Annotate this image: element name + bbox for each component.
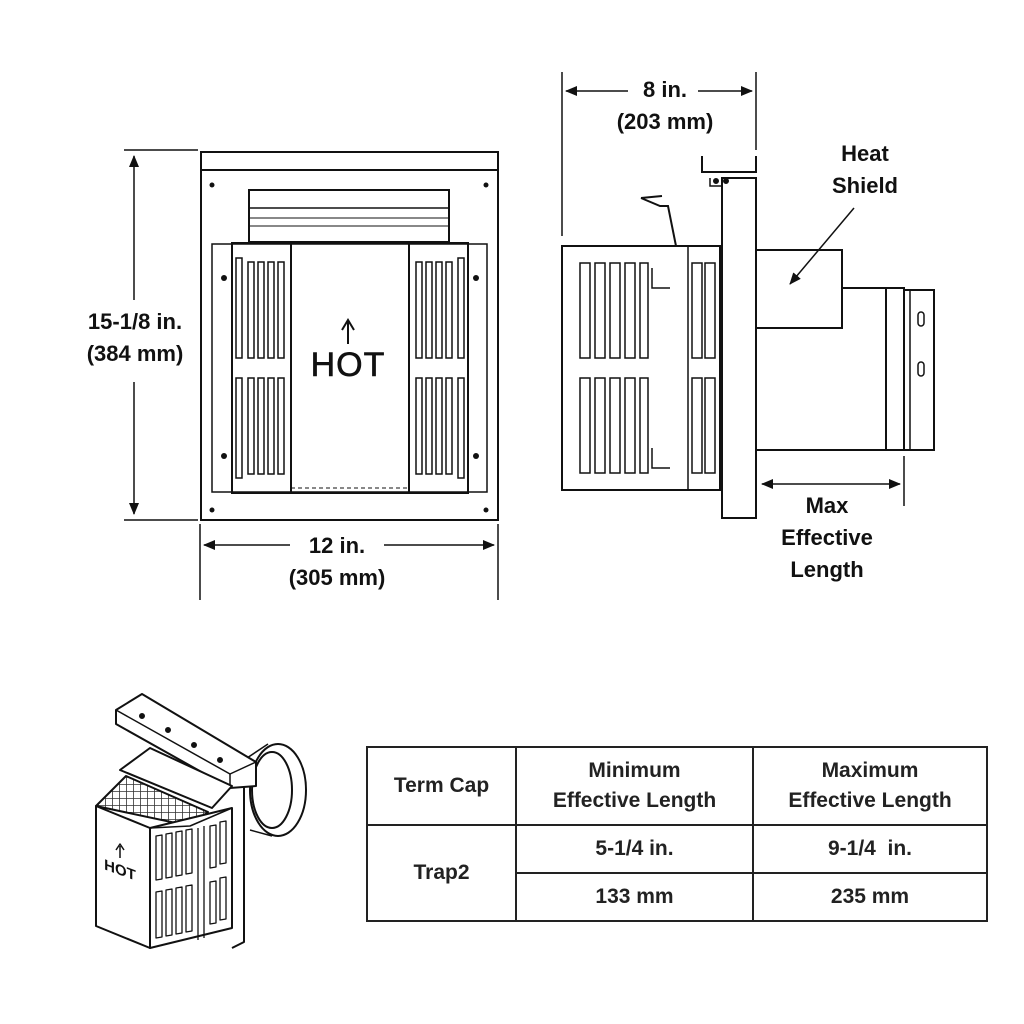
side-depth-label: 8 in. (203 mm) bbox=[590, 74, 740, 138]
header-minimum-line2: Effective Length bbox=[552, 789, 717, 812]
side-handle bbox=[640, 197, 677, 247]
heat-shield-line1: Heat bbox=[841, 141, 889, 166]
side-wall-plate bbox=[721, 177, 757, 519]
table-row: Trap2 5-1/4 in. 9-1/4 in. bbox=[366, 824, 988, 922]
front-height-mm: (384 mm) bbox=[86, 341, 184, 366]
side-heat-shield bbox=[755, 249, 843, 329]
header-minimum-line1: Minimum bbox=[588, 759, 681, 782]
iso-top-flange bbox=[115, 693, 257, 789]
front-height-label: 15-1/8 in. (384 mm) bbox=[60, 306, 210, 370]
front-height-dimension bbox=[124, 149, 198, 521]
front-right-louvers bbox=[415, 257, 465, 479]
cell-max-inches: 9-1/4 in. bbox=[752, 824, 988, 874]
header-maximum-line1: Maximum bbox=[821, 759, 919, 782]
header-term-cap: Term Cap bbox=[366, 746, 517, 826]
front-up-arrow bbox=[341, 318, 355, 344]
effective-length-table: Term Cap Minimum Effective Length Maximu… bbox=[366, 746, 988, 922]
iso-side-face bbox=[149, 807, 233, 949]
front-hot-warning: HOT bbox=[310, 346, 386, 385]
heat-shield-leader bbox=[789, 207, 855, 285]
max-length-line2: Effective bbox=[781, 525, 873, 550]
side-depth-dimension bbox=[561, 72, 757, 236]
front-width-mm: (305 mm) bbox=[288, 565, 386, 590]
side-louvers bbox=[579, 262, 716, 474]
front-width-dimension bbox=[199, 524, 499, 600]
side-cap-body bbox=[561, 245, 721, 491]
side-depth-inches: 8 in. bbox=[642, 77, 687, 102]
front-width-inches: 12 in. bbox=[308, 533, 366, 558]
max-length-line1: Max bbox=[805, 493, 849, 518]
max-length-line3: Length bbox=[790, 557, 864, 582]
front-top-lip bbox=[200, 151, 499, 170]
header-maximum-line2: Effective Length bbox=[788, 789, 952, 812]
front-view bbox=[200, 151, 499, 521]
side-pipe bbox=[755, 287, 886, 451]
cell-min-inches: 5-1/4 in. bbox=[515, 824, 754, 874]
side-view bbox=[561, 156, 935, 519]
front-left-louvers bbox=[235, 257, 285, 479]
heat-shield-line2: Shield bbox=[831, 173, 898, 198]
iso-view bbox=[95, 693, 307, 949]
side-top-bracket bbox=[701, 156, 757, 173]
max-length-dimension bbox=[761, 456, 905, 506]
front-screws bbox=[209, 182, 489, 513]
front-width-label: 12 in. (305 mm) bbox=[262, 530, 412, 594]
side-depth-mm: (203 mm) bbox=[616, 109, 714, 134]
iso-louvers bbox=[155, 820, 227, 940]
max-effective-length-label: Max Effective Length bbox=[752, 490, 902, 586]
header-minimum: Minimum Effective Length bbox=[515, 746, 754, 826]
iso-mesh-top bbox=[95, 775, 209, 827]
header-maximum: Maximum Effective Length bbox=[752, 746, 988, 826]
front-plate bbox=[200, 169, 499, 521]
table-row: 133 mm 235 mm bbox=[367, 872, 988, 922]
cell-min-mm: 133 mm bbox=[515, 872, 754, 922]
cell-max-mm: 235 mm bbox=[752, 872, 988, 922]
table-header-row: Term Cap Minimum Effective Length Maximu… bbox=[366, 746, 988, 826]
side-pipe-collar bbox=[903, 289, 935, 451]
heat-shield-label: Heat Shield bbox=[800, 138, 930, 202]
front-height-inches: 15-1/8 in. bbox=[87, 309, 183, 334]
row-term-cap: Trap2 bbox=[366, 824, 517, 922]
